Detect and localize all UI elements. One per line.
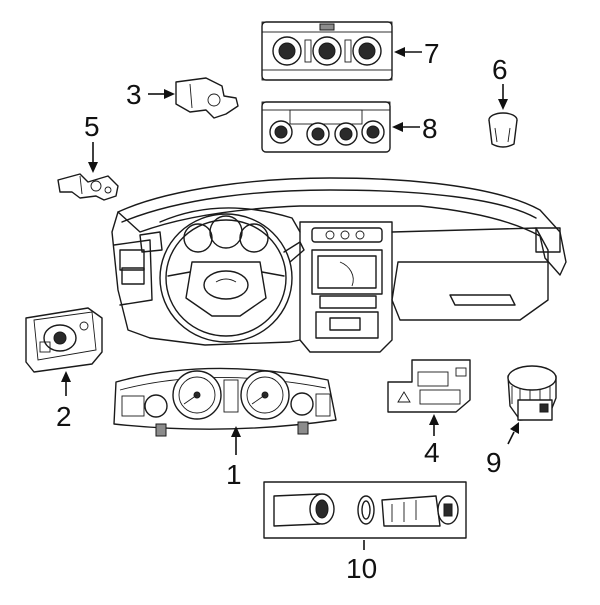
callout-8: 8 [422,113,438,144]
arrow-1 [231,426,241,437]
dashboard-panel [111,177,567,353]
part-2-headlamp-switch [25,307,103,373]
part-1-instrument-cluster [113,367,337,437]
part-10-ignition-lock-set [263,481,467,539]
arrow-7 [394,47,405,57]
part-4-module [387,359,471,413]
arrow-2 [61,371,71,382]
part-7-climate-control-upper [261,21,393,81]
callout-3: 3 [126,79,142,110]
callout-5: 5 [84,111,100,142]
callout-7: 7 [424,38,440,69]
callout-labels: 7 8 3 6 5 2 1 4 9 10 [56,38,508,584]
callout-4: 4 [424,437,440,468]
part-3-switch [175,77,239,119]
callout-6: 6 [492,54,508,85]
arrow-5 [88,162,98,173]
part-5-bracket-switch [57,173,119,201]
callout-2: 2 [56,401,72,432]
arrow-9 [510,422,519,434]
part-9-ignition-knob [507,365,557,421]
arrow-3 [164,89,175,99]
steering-wheel [159,213,305,343]
callout-1: 1 [226,459,242,490]
callout-10: 10 [346,553,377,584]
callout-9: 9 [486,447,502,478]
arrow-6 [498,99,508,110]
leader-lines [61,47,519,550]
arrow-8 [392,122,403,132]
arrow-4 [429,414,439,425]
part-8-climate-control-lower [261,101,391,153]
part-6-knob [488,112,518,148]
